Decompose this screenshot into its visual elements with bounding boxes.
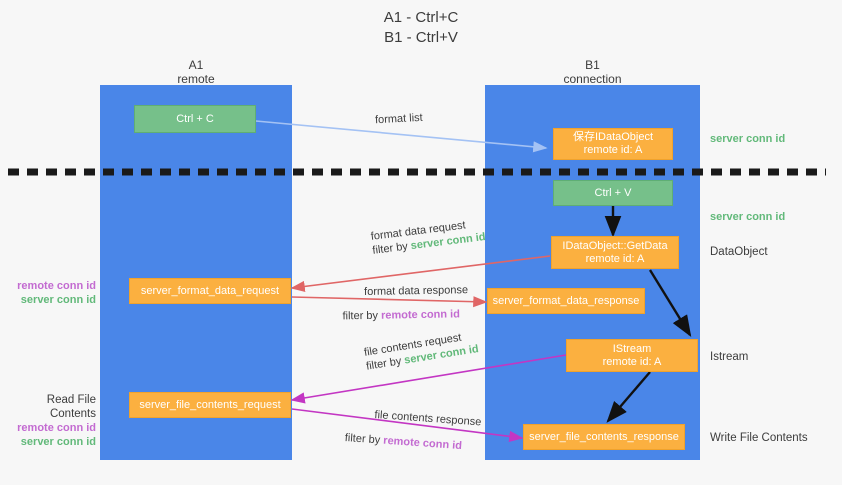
box-server-file-contents-request-line1: server_file_contents_request <box>139 398 281 411</box>
edge-label-text: file contents response <box>374 408 482 429</box>
annotation-text: server conn id <box>20 436 96 448</box>
box-getdata-line2: remote id: A <box>585 252 645 265</box>
box-server-file-contents-response-line1: server_file_contents_response <box>529 430 679 443</box>
annotation-dataobject: DataObject <box>710 245 768 259</box>
title-line-1: A1 - Ctrl+C <box>383 9 459 26</box>
annotation-server-conn-id-upper: server conn id <box>8 293 96 307</box>
box-server-format-data-response-line1: server_format_data_response <box>492 294 640 307</box>
lane-a1-title: A1 <box>188 58 204 72</box>
annotation-remote-conn-id-lower: remote conn id <box>4 421 96 435</box>
lane-header-a1: A1 remote <box>100 58 292 86</box>
annotation-text: DataObject <box>710 246 768 258</box>
annotation-server-conn-id-lower: server conn id <box>4 435 96 449</box>
box-ctrl-v-line1: Ctrl + V <box>594 186 632 199</box>
box-istream-line1: IStream <box>612 342 652 355</box>
title-line-2: B1 - Ctrl+V <box>384 29 458 46</box>
lane-a1-subtitle: remote <box>177 72 215 86</box>
filter-value-remote-conn-id: remote conn id <box>382 434 463 453</box>
box-ctrl-v[interactable]: Ctrl + V <box>553 180 673 206</box>
box-server-format-data-request[interactable]: server_format_data_request <box>129 278 291 304</box>
lane-b1-subtitle: connection <box>563 72 622 86</box>
edge-label-text: format list <box>374 111 423 127</box>
lane-header-b1: B1 connection <box>485 58 700 86</box>
lane-b1-title: B1 <box>585 58 600 72</box>
edge-label-group-file-contents-request: file contents request filter by server c… <box>363 328 480 373</box>
filter-prefix: filter by <box>344 431 384 447</box>
box-server-file-contents-response[interactable]: server_file_contents_response <box>523 424 685 450</box>
edge-label-group-format-data-request: format data request filter by server con… <box>370 216 486 258</box>
annotation-istream: Istream <box>710 350 748 364</box>
annotation-text: remote conn id <box>17 422 96 434</box>
box-idataobject-getdata[interactable]: IDataObject::GetData remote id: A <box>551 236 679 269</box>
filter-value-remote-conn-id: remote conn id <box>380 308 460 322</box>
box-save-idataobject[interactable]: 保存IDataObject remote id: A <box>553 128 673 160</box>
box-istream[interactable]: IStream remote id: A <box>566 339 698 372</box>
annotation-group-read-file-contents: Read File Contents remote conn id server… <box>4 393 96 449</box>
box-save-idataobject-line1: 保存IDataObject <box>572 131 654 143</box>
box-server-format-data-request-line1: server_format_data_request <box>140 284 280 297</box>
box-ctrl-c-line1: Ctrl + C <box>176 112 214 125</box>
box-server-file-contents-request[interactable]: server_file_contents_request <box>129 392 291 418</box>
filter-prefix: filter by <box>342 309 382 323</box>
annotation-text: remote conn id <box>17 280 96 292</box>
edge-label-group-file-contents-response: file contents response filter by remote … <box>344 408 482 454</box>
edge-label-format-data-response-filter: filter by remote conn id <box>342 307 468 323</box>
edge-label-file-contents-response: file contents response <box>374 408 482 429</box>
edge-label-text: format data response <box>364 284 469 298</box>
box-save-idataobject-line2: remote id: A <box>583 144 643 156</box>
annotation-text: Write File Contents <box>710 432 808 444</box>
edge-label-group-format-data-response: format data response filter by remote co… <box>342 283 469 323</box>
box-istream-line2: remote id: A <box>602 355 662 368</box>
annotation-remote-conn-id-upper: remote conn id <box>8 279 96 293</box>
annotation-text: Read File Contents <box>46 394 96 420</box>
box-getdata-line1: IDataObject::GetData <box>562 239 668 252</box>
filter-prefix: filter by <box>371 240 412 257</box>
annotation-text: server conn id <box>710 211 786 223</box>
edge-label-format-list: format list <box>375 111 423 127</box>
annotation-group-conn-ids-upper: remote conn id server conn id <box>8 279 96 307</box>
box-ctrl-c[interactable]: Ctrl + C <box>134 105 256 133</box>
annotation-server-conn-id-second: server conn id <box>710 210 785 224</box>
annotation-write-file-contents: Write File Contents <box>710 431 808 445</box>
edge-label-format-data-response: format data response <box>364 283 468 299</box>
annotation-text: Istream <box>710 351 749 363</box>
annotation-text: server conn id <box>710 133 786 145</box>
page-title: A1 - Ctrl+C B1 - Ctrl+V <box>0 8 842 48</box>
annotation-text: server conn id <box>20 294 96 306</box>
box-server-format-data-response[interactable]: server_format_data_response <box>487 288 645 314</box>
annotation-read-file-contents: Read File Contents <box>4 393 96 421</box>
edge-label-file-contents-response-filter: filter by remote conn id <box>344 431 480 454</box>
annotation-server-conn-id-top: server conn id <box>710 132 785 146</box>
